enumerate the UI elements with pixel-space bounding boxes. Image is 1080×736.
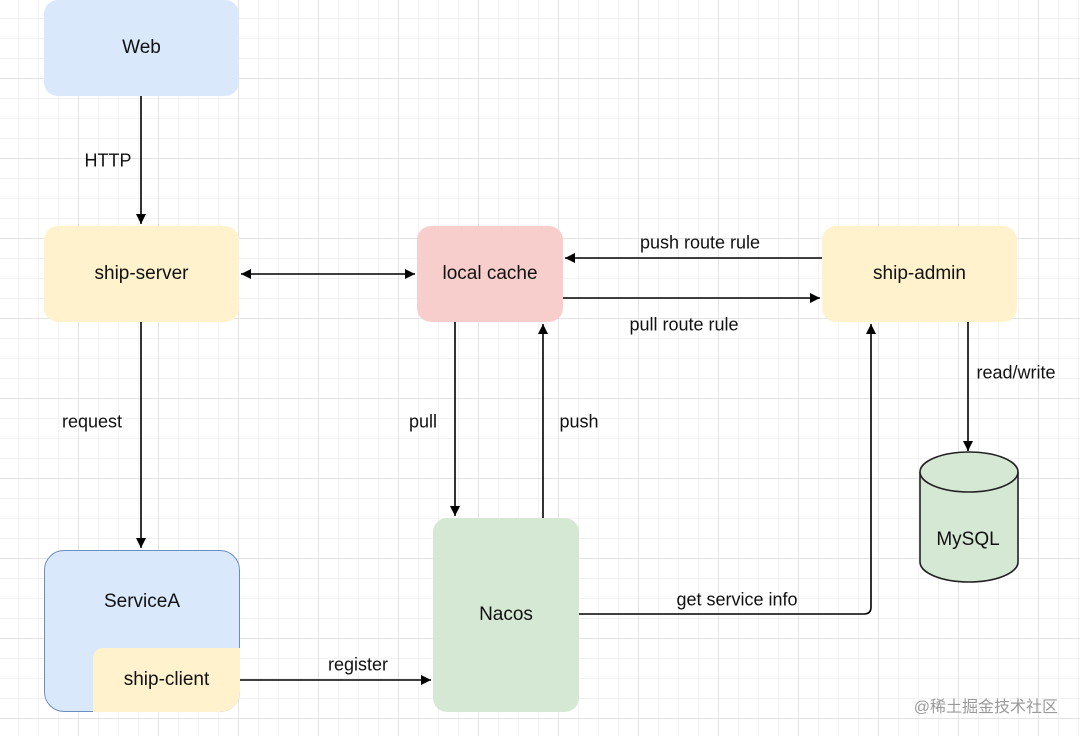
nacos-node: Nacos xyxy=(433,518,579,712)
edge-label-pull: pull xyxy=(408,411,438,432)
edge-label-http: HTTP xyxy=(84,150,132,171)
edge-label-push-route-rule: push route rule xyxy=(639,232,761,253)
ship-admin-node: ship-admin xyxy=(822,226,1017,322)
mysql-label: MySQL xyxy=(936,529,1000,550)
edge-label-register: register xyxy=(327,654,389,675)
web-node: Web xyxy=(44,0,239,96)
edge-label-push: push xyxy=(559,411,599,432)
edge-label-read-write: read/write xyxy=(976,362,1056,383)
ship-client-node: ship-client xyxy=(93,648,240,712)
edge-label-pull-route-rule: pull route rule xyxy=(629,314,739,335)
watermark: @稀土掘金技术社区 xyxy=(913,699,1058,716)
mysql-database-icon xyxy=(919,451,1019,583)
edge-label-request: request xyxy=(61,411,123,432)
ship-server-node: ship-server xyxy=(44,226,239,322)
local-cache-node: local cache xyxy=(417,226,563,322)
arrow-nacos-to-ship-admin xyxy=(579,324,876,615)
edge-label-get-service-info: get service info xyxy=(676,589,798,610)
